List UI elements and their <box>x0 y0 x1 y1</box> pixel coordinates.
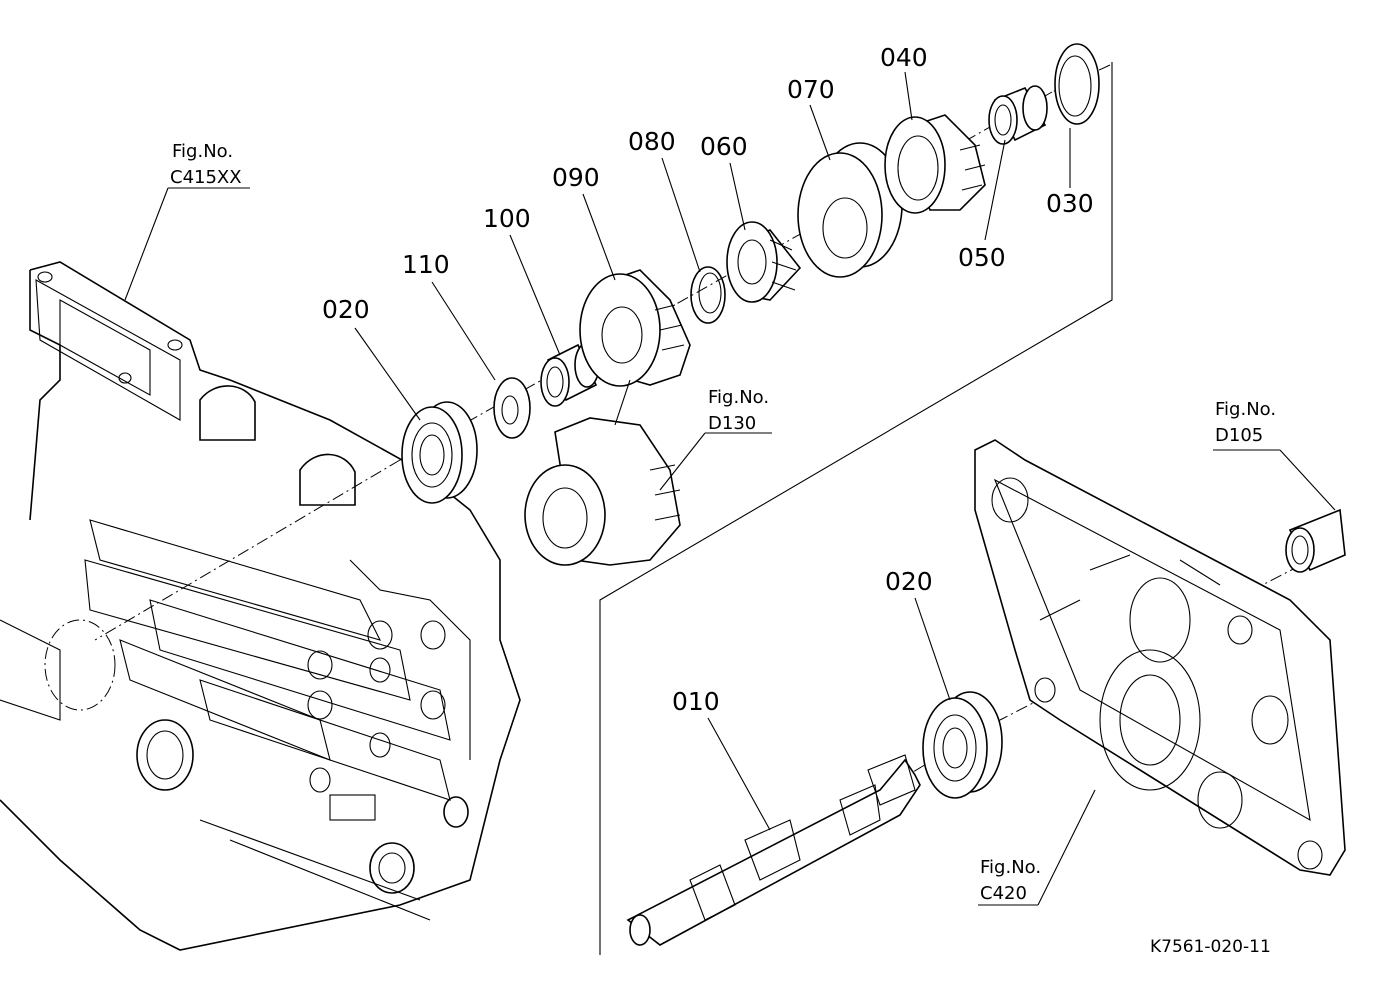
label-070: 070 <box>787 75 835 104</box>
figref-c420-line2: C420 <box>980 883 1027 904</box>
center-lines <box>94 64 1341 936</box>
label-060: 060 <box>700 132 748 161</box>
gear-assembly-d130 <box>524 417 681 566</box>
label-110: 110 <box>402 250 450 279</box>
cover-plate-c420 <box>974 439 1346 876</box>
boundary-frame <box>599 62 1113 955</box>
figref-d130-line1: Fig.No. <box>708 387 769 408</box>
figref-d130: Fig.No. D130 <box>708 387 769 434</box>
part-060-shifter-hub <box>726 221 802 303</box>
figref-d130-line2: D130 <box>708 413 756 434</box>
part-080-snap-ring <box>690 266 726 324</box>
figref-d105-line2: D105 <box>1215 425 1263 446</box>
part-040-gear <box>884 114 986 214</box>
label-090: 090 <box>552 163 600 192</box>
part-110-washer <box>493 377 531 439</box>
leader-lines <box>124 71 1336 906</box>
figref-d105: Fig.No. D105 <box>1215 399 1276 446</box>
part-020-bearing-lower <box>922 691 1003 799</box>
part-050-needle-bearing <box>988 85 1048 145</box>
part-090-gear <box>579 269 691 387</box>
figref-c415xx: Fig.No. C415XX <box>170 141 242 188</box>
transmission-case <box>0 261 521 951</box>
figref-c420-line1: Fig.No. <box>980 857 1041 878</box>
bearing-d105 <box>1285 508 1346 573</box>
label-030: 030 <box>1046 189 1094 218</box>
label-080: 080 <box>628 127 676 156</box>
label-100: 100 <box>483 204 531 233</box>
figref-c420: Fig.No. C420 <box>980 857 1041 904</box>
part-020-bearing-upper <box>401 401 478 504</box>
label-040: 040 <box>880 43 928 72</box>
label-010: 010 <box>672 687 720 716</box>
part-030-thrust-washer <box>1054 43 1100 125</box>
figref-c415xx-line2: C415XX <box>170 167 242 188</box>
label-020-lower: 020 <box>885 567 933 596</box>
part-010-shaft <box>626 754 921 946</box>
drawing-code: K7561-020-11 <box>1150 937 1271 957</box>
figref-c415xx-line1: Fig.No. <box>172 141 233 162</box>
part-070-gear <box>797 142 903 278</box>
figref-d105-line1: Fig.No. <box>1215 399 1276 420</box>
label-020-upper: 020 <box>322 295 370 324</box>
label-050: 050 <box>958 243 1006 272</box>
